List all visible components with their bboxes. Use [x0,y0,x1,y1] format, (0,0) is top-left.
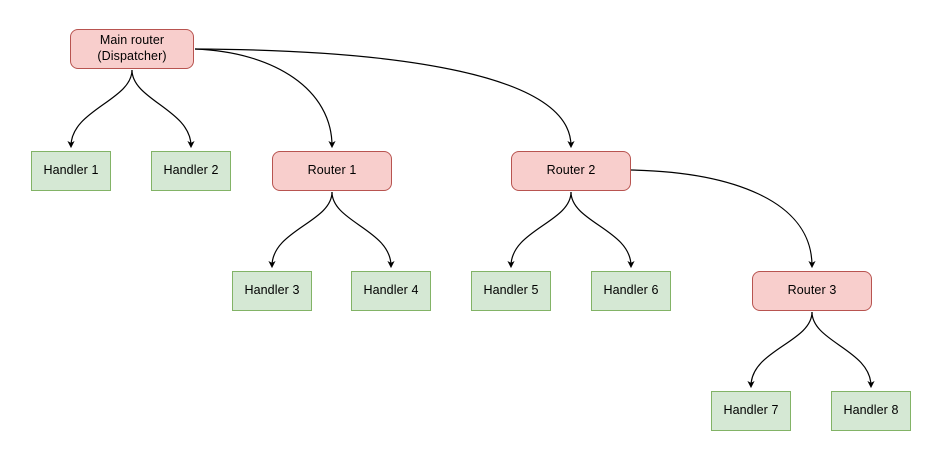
edges-group [67,48,875,389]
node-handler-1[interactable]: Handler 1 [31,151,111,191]
node-handler-2[interactable]: Handler 2 [151,151,231,191]
node-label-handler-5: Handler 5 [483,283,539,298]
node-handler-7[interactable]: Handler 7 [711,391,791,431]
node-label-main-router: Main router (Dispatcher) [97,33,167,63]
node-router-2[interactable]: Router 2 [511,151,631,191]
edge-main-to-handler-1 [67,69,133,149]
node-router-3[interactable]: Router 3 [752,271,872,311]
edge-router-2-to-router-3 [630,169,816,269]
node-handler-6[interactable]: Handler 6 [591,271,671,311]
edge-router-3-to-handler-7 [747,311,813,389]
node-label-router-2: Router 2 [546,163,596,178]
edge-router-2-to-handler-5 [507,191,572,269]
node-label-router-3: Router 3 [787,283,837,298]
node-label-handler-4: Handler 4 [363,283,419,298]
node-label-handler-1: Handler 1 [43,163,99,178]
node-handler-4[interactable]: Handler 4 [351,271,431,311]
edge-router-2-to-handler-6 [570,191,635,269]
edge-router-1-to-handler-4 [331,191,395,269]
edge-main-to-router-1 [194,48,336,149]
node-label-handler-7: Handler 7 [723,403,779,418]
node-main-router[interactable]: Main router (Dispatcher) [70,29,194,69]
edge-router-1-to-handler-3 [268,191,333,269]
node-label-handler-2: Handler 2 [163,163,219,178]
node-label-handler-6: Handler 6 [603,283,659,298]
node-handler-8[interactable]: Handler 8 [831,391,911,431]
node-label-handler-3: Handler 3 [244,283,300,298]
edge-main-to-router-2 [194,48,575,149]
node-label-handler-8: Handler 8 [843,403,899,418]
edge-router-3-to-handler-8 [811,311,875,389]
edge-main-to-handler-2 [131,69,195,149]
node-label-router-1: Router 1 [307,163,357,178]
node-router-1[interactable]: Router 1 [272,151,392,191]
node-handler-3[interactable]: Handler 3 [232,271,312,311]
node-handler-5[interactable]: Handler 5 [471,271,551,311]
